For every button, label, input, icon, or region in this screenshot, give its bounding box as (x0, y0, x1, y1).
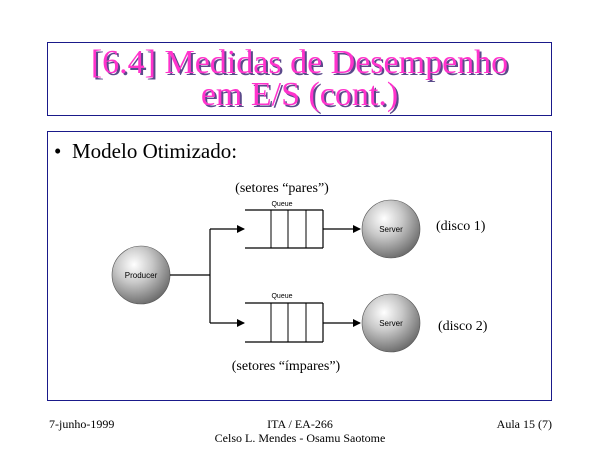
title-box: [6.4] Medidas de Desempenho em E/S (cont… (47, 42, 552, 116)
server-1-node: Server (361, 199, 421, 259)
queue-2: Queue (245, 293, 324, 343)
footer-center: ITA / EA-266 Celso L. Mendes - Osamu Sao… (0, 417, 600, 445)
label-disk-1: (disco 1) (436, 219, 486, 234)
server-1-label: Server (379, 225, 403, 234)
queue-1-label: Queue (271, 201, 292, 208)
label-even-sectors: (setores “pares”) (235, 181, 329, 196)
queue-2-label: Queue (271, 293, 292, 300)
footer-date: 7-junho-1999 (49, 417, 115, 431)
server-2-node: Server (361, 293, 421, 353)
footer-authors: Celso L. Mendes - Osamu Saotome (214, 431, 386, 445)
slide-title-line-1: [6.4] Medidas de Desempenho (90, 44, 509, 81)
slide-title-line-2: em E/S (cont.) (200, 76, 399, 113)
label-odd-sectors: (setores “ímpares”) (232, 359, 341, 374)
bullet-icon: • (54, 139, 62, 163)
server-1-sphere (361, 199, 421, 259)
server-2-sphere (361, 293, 421, 353)
label-disk-2: (disco 2) (438, 319, 488, 334)
bullet-text: Modelo Otimizado: (72, 139, 238, 163)
footer-lesson: Aula 15 (7) (496, 417, 552, 431)
producer-label: Producer (125, 271, 158, 280)
bullet-item: • Modelo Otimizado: (54, 139, 237, 163)
content-box: • Modelo Otimizado: (47, 131, 552, 401)
server-2-label: Server (379, 319, 403, 328)
producer-node: Producer (111, 245, 171, 305)
footer-course: ITA / EA-266 (267, 417, 333, 431)
queue-1: Queue (245, 201, 324, 249)
